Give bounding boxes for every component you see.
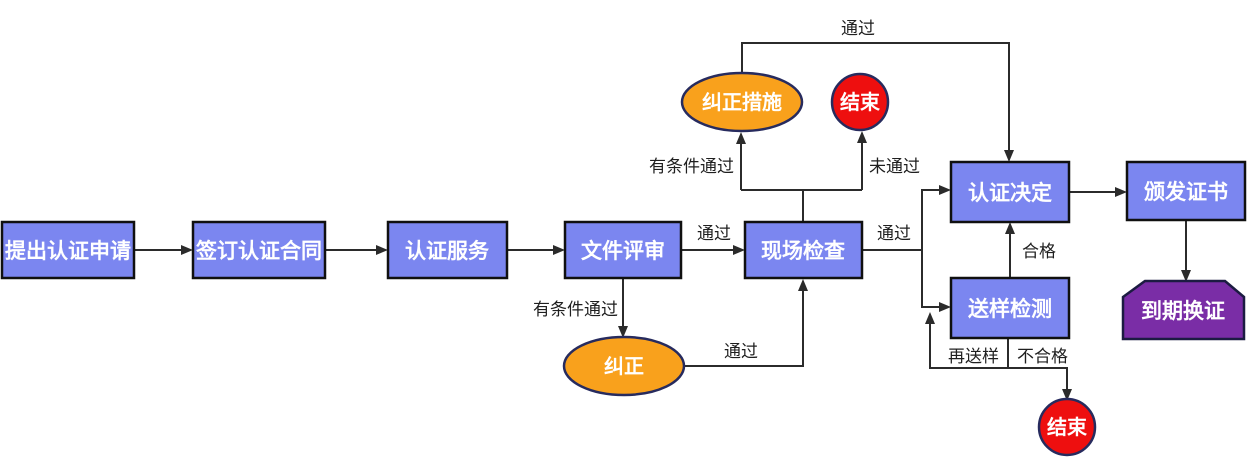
node-shapes xyxy=(0,71,1247,457)
edge-label-conditional-site: 有条件通过 xyxy=(649,157,734,176)
arrowhead-into-renew xyxy=(1181,270,1191,282)
arrowhead-into-decision-left xyxy=(939,185,951,195)
edge-label-unqualified: 不合格 xyxy=(1017,347,1068,366)
node-labels: 提出认证申请 签订认证合同 认证服务 文件评审 现场检查 认证决定 颁发证书 送… xyxy=(5,90,1228,439)
edge-labels: 通过 有条件通过 通过 有条件通过 未通过 通过 通过 合格 再送样 不合格 xyxy=(533,19,1068,366)
node-end-top xyxy=(830,72,890,132)
edge-correctiveaction-decision xyxy=(741,42,1010,151)
node-decision xyxy=(949,160,1071,224)
edge-label-qualified: 合格 xyxy=(1022,242,1056,261)
edge-label-pass-doc: 通过 xyxy=(697,224,731,243)
node-doc-review xyxy=(563,220,683,280)
node-sample-test-label: 送样检测 xyxy=(968,297,1052,321)
arrowhead-into-correctiveaction xyxy=(736,132,746,144)
arrowhead-into-decision-bottom xyxy=(1005,222,1015,234)
arrowhead-into-siteinspection-bottom xyxy=(798,279,808,291)
node-service xyxy=(386,220,509,280)
edge-label-pass-corrective: 通过 xyxy=(841,19,875,38)
arrowhead-into-decision-top xyxy=(1004,150,1014,162)
node-doc-review-label: 文件评审 xyxy=(581,239,665,263)
node-contract xyxy=(191,220,327,280)
arrowhead-into-correction xyxy=(618,326,628,338)
edge-siteinspection-top-branch xyxy=(740,142,863,222)
node-decision-label: 认证决定 xyxy=(968,181,1052,205)
arrowhead-into-sampletest-left xyxy=(939,302,951,312)
node-apply xyxy=(0,220,136,280)
arrowhead-into-docreview xyxy=(553,245,565,255)
arrowhead-resample-up xyxy=(925,312,935,324)
node-issue-cert xyxy=(1125,160,1247,222)
edge-label-fail-site: 未通过 xyxy=(869,157,920,176)
node-end-top-label: 结束 xyxy=(840,90,881,114)
arrowhead-into-endtop xyxy=(857,131,867,143)
edge-label-resample: 再送样 xyxy=(948,347,999,366)
edge-sampletest-bottom-branch xyxy=(929,323,1068,390)
node-service-label: 认证服务 xyxy=(405,239,490,263)
edge-lines xyxy=(134,42,1187,390)
node-sample-test xyxy=(949,276,1071,340)
arrowhead-into-contract xyxy=(181,245,193,255)
node-site-inspection-label: 现场检查 xyxy=(761,239,845,263)
node-contract-label: 签订认证合同 xyxy=(195,239,322,263)
node-correction-label: 纠正 xyxy=(604,355,644,378)
edge-label-conditional-doc: 有条件通过 xyxy=(533,300,618,319)
node-end-bottom xyxy=(1037,397,1097,457)
node-site-inspection xyxy=(743,220,864,280)
node-corrective-action xyxy=(680,71,804,133)
node-issue-cert-label: 颁发证书 xyxy=(1144,180,1228,204)
arrowhead-into-endbottom xyxy=(1062,389,1072,401)
edge-correction-siteinspection xyxy=(684,290,804,367)
node-renew-label: 到期换证 xyxy=(1141,299,1225,323)
edge-arrowheads xyxy=(181,131,1191,401)
node-corrective-action-label: 纠正措施 xyxy=(702,90,782,114)
node-correction xyxy=(562,335,686,397)
node-renew xyxy=(1121,279,1246,341)
arrowhead-into-service xyxy=(376,245,388,255)
edge-siteinspection-right-branch xyxy=(862,189,940,308)
arrowhead-into-issuecert xyxy=(1115,187,1127,197)
edge-label-pass-site: 通过 xyxy=(877,224,911,243)
node-apply-label: 提出认证申请 xyxy=(5,239,131,263)
node-end-bottom-label: 结束 xyxy=(1047,415,1088,439)
edge-label-pass-correction: 通过 xyxy=(724,342,758,361)
arrowhead-into-siteinspection xyxy=(733,245,745,255)
